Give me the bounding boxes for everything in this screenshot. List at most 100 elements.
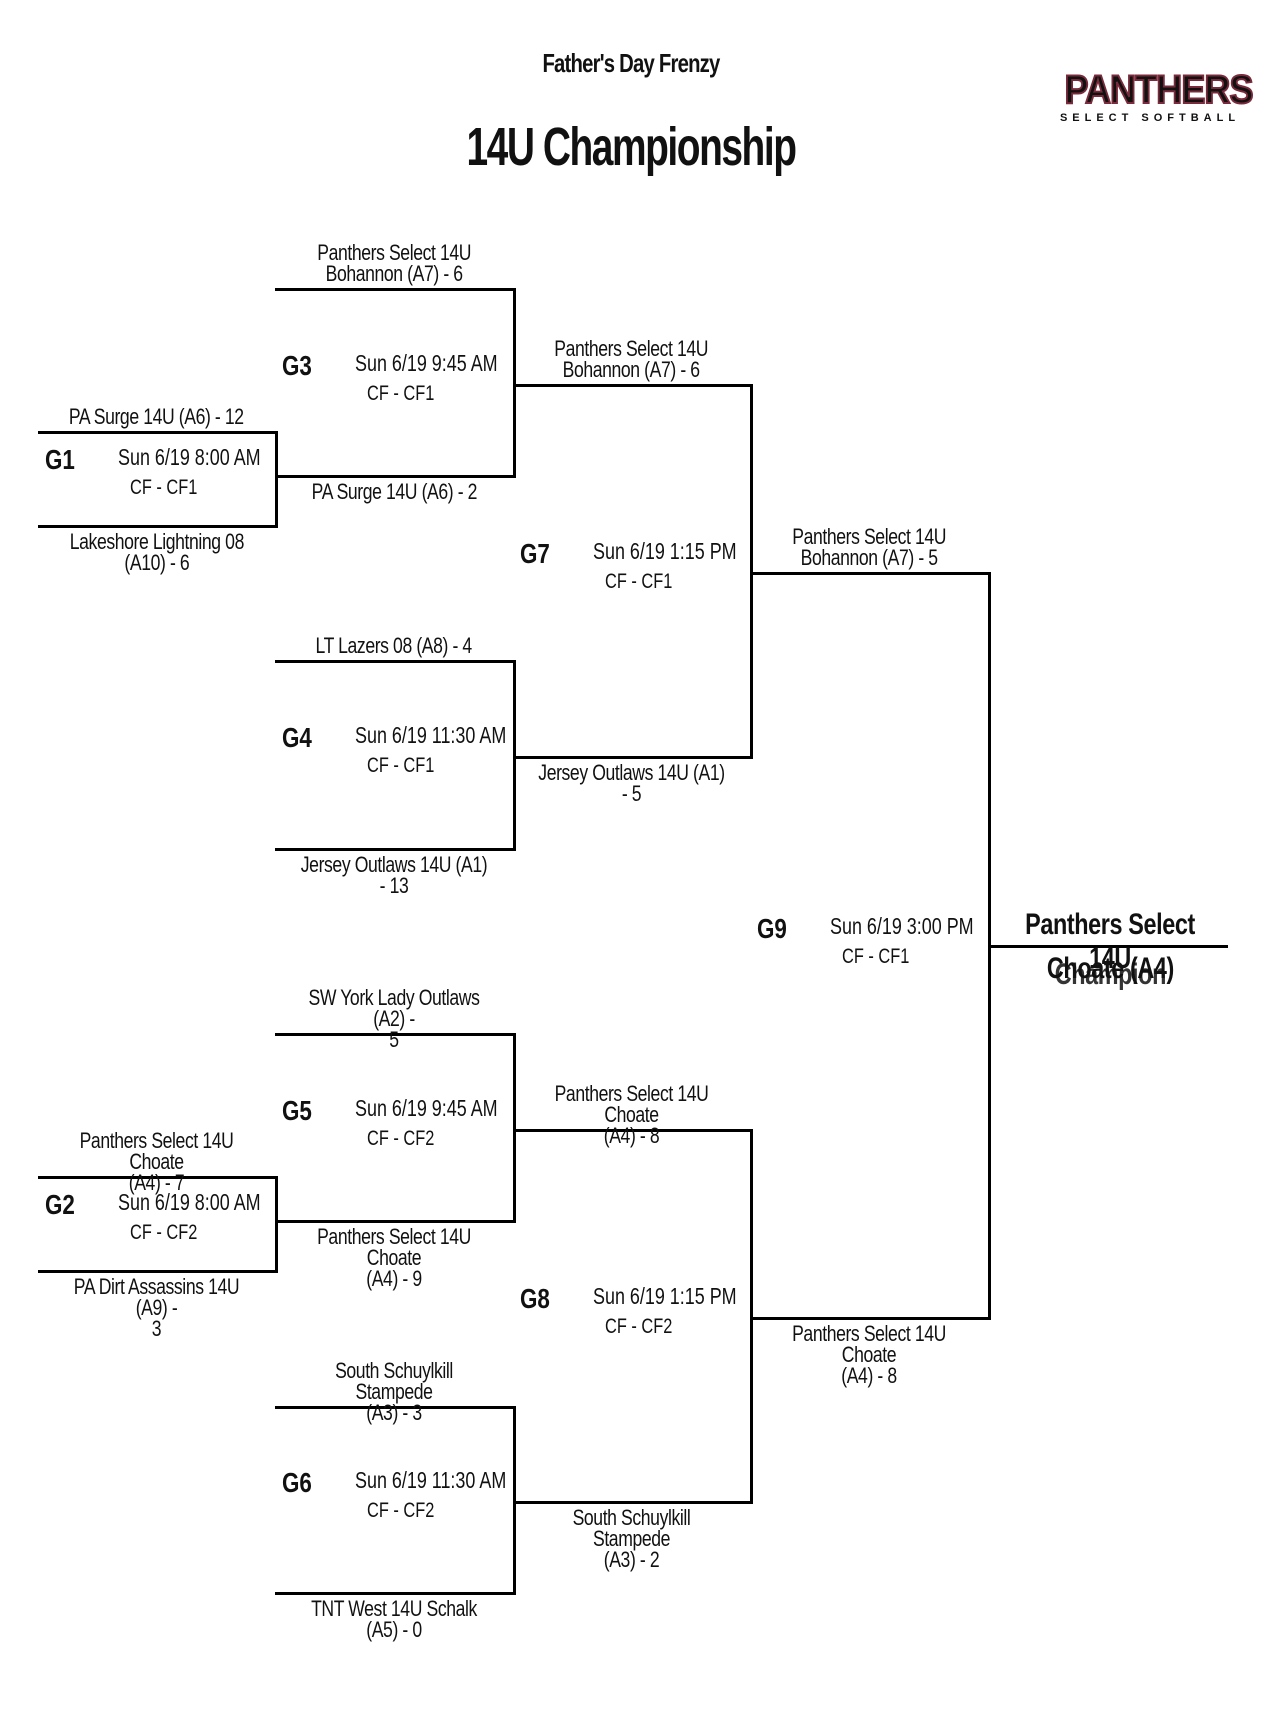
game-id: G2 xyxy=(45,1189,75,1220)
game-id: G1 xyxy=(45,444,75,475)
g1-bottom-line xyxy=(38,525,278,528)
team-name: Panthers Select 14U Choate (A4) - 9 xyxy=(317,1224,471,1291)
g8-bottom-team: South Schuylkill Stampede (A3) - 2 xyxy=(513,1505,750,1572)
page-title: 14U Championship xyxy=(466,117,797,177)
champion-caption: Champion xyxy=(1054,958,1166,991)
g9-bottom-team: Panthers Select 14U Choate (A4) - 8 xyxy=(750,1321,988,1388)
team-name: Jersey Outlaws 14U (A1) - 13 xyxy=(300,852,488,898)
game-field: CF - CF2 xyxy=(367,1127,435,1150)
game-field: CF - CF1 xyxy=(367,382,435,405)
game-time: Sun 6/19 1:15 PM xyxy=(593,1283,737,1309)
g4-connector-line xyxy=(513,660,516,851)
g9-bottom-line xyxy=(750,1317,991,1320)
team-name: Panthers Select 14U Bohannon (A7) - 6 xyxy=(554,336,709,382)
game-field: CF - CF2 xyxy=(367,1499,435,1522)
champion-line xyxy=(988,945,1228,948)
game-time: Sun 6/19 8:00 AM xyxy=(118,1189,261,1215)
event-title: Father's Day Frenzy xyxy=(542,48,720,78)
g2-bottom-team: PA Dirt Assassins 14U (A9) - 3 xyxy=(38,1274,275,1341)
game-id: G3 xyxy=(282,350,312,381)
game-time: Sun 6/19 1:15 PM xyxy=(593,538,737,564)
team-name: LT Lazers 08 (A8) - 4 xyxy=(315,633,473,658)
team-name: PA Surge 14U (A6) - 12 xyxy=(69,404,244,429)
g2-top-team: Panthers Select 14U Choate (A4) - 7 xyxy=(38,1128,275,1195)
game-field: CF - CF1 xyxy=(842,945,910,968)
team-name: Panthers Select 14U Bohannon (A7) - 5 xyxy=(792,524,946,570)
game-time: Sun 6/19 3:00 PM xyxy=(830,913,974,939)
game-id: G5 xyxy=(282,1095,312,1126)
g4-bottom-team: Jersey Outlaws 14U (A1) - 13 xyxy=(275,852,513,898)
g9-top-team: Panthers Select 14U Bohannon (A7) - 5 xyxy=(750,524,988,570)
game-field: CF - CF1 xyxy=(367,754,435,777)
team-name: Panthers Select 14U Choate (A4) - 7 xyxy=(79,1128,234,1195)
game-field: CF - CF1 xyxy=(130,476,198,499)
game-time: Sun 6/19 8:00 AM xyxy=(118,444,261,470)
g3-connector-line xyxy=(513,288,516,478)
panthers-logo: PANTHERS SELECT SOFTBALL xyxy=(1055,67,1255,128)
g7-connector-line xyxy=(750,384,753,759)
game-id: G7 xyxy=(520,538,550,569)
g3-bottom-team: PA Surge 14U (A6) - 2 xyxy=(275,479,513,504)
game-id: G8 xyxy=(520,1283,550,1314)
g6-top-team: South Schuylkill Stampede (A3) - 3 xyxy=(275,1358,513,1425)
g7-top-line xyxy=(513,384,753,387)
game-field: CF - CF1 xyxy=(605,570,673,593)
team-name: SW York Lady Outlaws (A2) - 5 xyxy=(308,985,480,1052)
g7-top-team: Panthers Select 14U Bohannon (A7) - 6 xyxy=(513,336,750,382)
team-name: PA Dirt Assassins 14U (A9) - 3 xyxy=(73,1274,240,1341)
g3-bottom-line xyxy=(275,475,516,478)
game-time: Sun 6/19 11:30 AM xyxy=(355,722,507,748)
logo-wordmark: PANTHERS xyxy=(1064,67,1255,113)
g4-top-line xyxy=(275,660,516,663)
g6-top-line xyxy=(275,1406,516,1409)
g3-top-line xyxy=(275,288,516,291)
game-field: CF - CF2 xyxy=(130,1221,198,1244)
game-id: G4 xyxy=(282,722,312,753)
team-name: Lakeshore Lightning 08 (A10) - 6 xyxy=(69,529,244,575)
champion-team-line1: Panthers Select 14U xyxy=(990,908,1230,976)
g6-connector-line xyxy=(513,1406,516,1595)
g1-bottom-team: Lakeshore Lightning 08 (A10) - 6 xyxy=(38,529,275,575)
g5-bottom-line xyxy=(275,1220,516,1223)
g3-top-team: Panthers Select 14U Bohannon (A7) - 6 xyxy=(275,240,513,286)
game-id: G6 xyxy=(282,1467,312,1498)
g2-top-line xyxy=(38,1176,278,1179)
champion-label: Champion xyxy=(990,958,1230,992)
g5-top-line xyxy=(275,1033,516,1036)
g7-bottom-line xyxy=(513,756,753,759)
team-name: PA Surge 14U (A6) - 2 xyxy=(311,479,477,504)
team-name: TNT West 14U Schalk (A5) - 0 xyxy=(311,1596,477,1642)
g1-connector-line xyxy=(275,431,278,528)
g1-top-team: PA Surge 14U (A6) - 12 xyxy=(38,404,275,429)
g2-connector-line xyxy=(275,1176,278,1273)
g1-top-line xyxy=(38,431,278,434)
g4-top-team: LT Lazers 08 (A8) - 4 xyxy=(275,633,513,658)
champion-name-cont: Choate (A4) xyxy=(1046,952,1174,985)
team-name: Jersey Outlaws 14U (A1) - 5 xyxy=(538,760,725,806)
g6-bottom-team: TNT West 14U Schalk (A5) - 0 xyxy=(275,1596,513,1642)
game-time: Sun 6/19 9:45 AM xyxy=(355,350,498,376)
team-name: South Schuylkill Stampede (A3) - 2 xyxy=(572,1505,691,1572)
game-time: Sun 6/19 9:45 AM xyxy=(355,1095,498,1121)
g6-bottom-line xyxy=(275,1592,516,1595)
g2-bottom-line xyxy=(38,1270,278,1273)
team-name: Panthers Select 14U Bohannon (A7) - 6 xyxy=(317,240,471,286)
g8-connector-line xyxy=(750,1129,753,1504)
g5-connector-line xyxy=(513,1033,516,1223)
game-id: G9 xyxy=(757,913,787,944)
team-name: South Schuylkill Stampede (A3) - 3 xyxy=(335,1358,453,1425)
g8-bottom-line xyxy=(513,1501,753,1504)
g7-bottom-team: Jersey Outlaws 14U (A1) - 5 xyxy=(513,760,750,806)
g4-bottom-line xyxy=(275,848,516,851)
game-field: CF - CF2 xyxy=(605,1315,673,1338)
g5-top-team: SW York Lady Outlaws (A2) - 5 xyxy=(275,985,513,1052)
team-name: Panthers Select 14U Choate (A4) - 8 xyxy=(554,1081,709,1148)
logo-subtitle: SELECT SOFTBALL xyxy=(1059,112,1241,124)
game-time: Sun 6/19 11:30 AM xyxy=(355,1467,507,1493)
g9-top-line xyxy=(750,572,991,575)
team-name: Panthers Select 14U Choate (A4) - 8 xyxy=(792,1321,946,1388)
g8-top-team: Panthers Select 14U Choate (A4) - 8 xyxy=(513,1081,750,1148)
champion-name: Panthers Select 14U xyxy=(1025,908,1195,975)
g8-top-line xyxy=(513,1129,753,1132)
champion-team-line2: Choate (A4) xyxy=(990,952,1230,986)
